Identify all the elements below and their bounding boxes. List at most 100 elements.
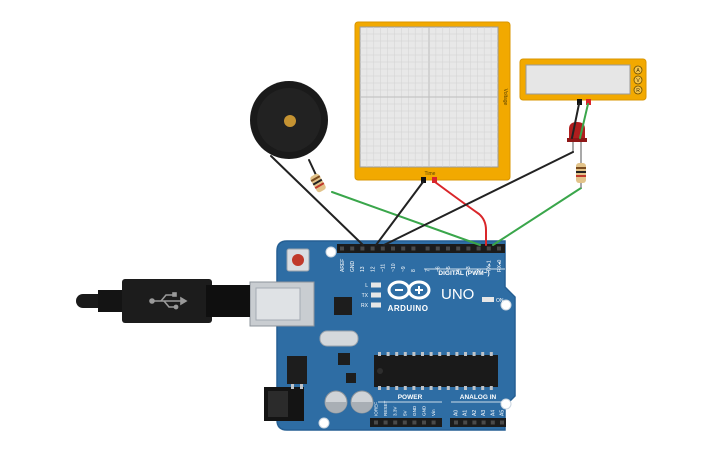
on-label: ON bbox=[496, 298, 504, 304]
digital-pin-label: ~9 bbox=[401, 266, 407, 272]
wire-black bbox=[270, 155, 364, 246]
mode-button[interactable] bbox=[633, 65, 643, 75]
pin-hole[interactable] bbox=[412, 420, 417, 425]
analog-pin-label: A1 bbox=[463, 410, 469, 416]
pin-hole[interactable] bbox=[454, 420, 458, 425]
analog-pin-label: A3 bbox=[481, 410, 487, 416]
status-led bbox=[371, 292, 381, 298]
analog-pin-label: A0 bbox=[454, 410, 460, 416]
pin-hole[interactable] bbox=[350, 246, 355, 251]
digital-pin-label: TX▸1 bbox=[487, 260, 493, 272]
resistor-buzzer bbox=[310, 173, 326, 193]
mode-button-label: A bbox=[636, 68, 640, 74]
digital-pin-label: 12 bbox=[370, 266, 376, 272]
smd-chip bbox=[346, 373, 356, 383]
multimeter[interactable]: AVR bbox=[519, 58, 647, 105]
mode-button[interactable] bbox=[633, 75, 643, 85]
mounting-hole bbox=[325, 246, 337, 258]
pin-hole[interactable] bbox=[486, 246, 491, 251]
capacitor-shade bbox=[351, 402, 373, 413]
power-pin-label: 5V bbox=[402, 409, 407, 416]
meter-terminal-negative bbox=[577, 99, 582, 105]
pin-hole[interactable] bbox=[481, 420, 486, 425]
pin-hole[interactable] bbox=[340, 246, 344, 251]
pin-hole[interactable] bbox=[370, 246, 375, 251]
pin-hole[interactable] bbox=[466, 246, 471, 251]
pin-hole[interactable] bbox=[456, 246, 461, 251]
digital-pin-holes bbox=[340, 246, 501, 251]
mounting-hole bbox=[500, 398, 512, 410]
digital-pin-label: 13 bbox=[360, 266, 366, 272]
pin-hole[interactable] bbox=[425, 246, 430, 251]
pin-hole[interactable] bbox=[463, 420, 468, 425]
piezo-buzzer[interactable] bbox=[250, 81, 328, 159]
wire-black bbox=[383, 151, 574, 246]
analog-header-label: ANALOG IN bbox=[460, 394, 497, 401]
atmega-chip bbox=[374, 352, 498, 390]
wire-green bbox=[492, 187, 582, 246]
pin-hole[interactable] bbox=[393, 420, 398, 425]
status-led-label: L bbox=[365, 283, 368, 289]
wire-red bbox=[434, 181, 487, 246]
pin-hole[interactable] bbox=[380, 246, 385, 251]
pin-hole[interactable] bbox=[472, 420, 477, 425]
bottom-pin-holes bbox=[374, 420, 504, 425]
pin-hole[interactable] bbox=[500, 420, 504, 425]
pin-hole[interactable] bbox=[402, 420, 407, 425]
mode-button[interactable] bbox=[633, 85, 643, 95]
status-led-label: RX bbox=[361, 303, 369, 309]
usb-icon bbox=[149, 292, 188, 310]
digital-pin-label: AREF bbox=[340, 259, 346, 272]
power-pin-label: GND bbox=[422, 405, 427, 416]
crystal bbox=[319, 330, 359, 347]
power-led bbox=[482, 297, 494, 302]
pin-hole[interactable] bbox=[401, 246, 406, 251]
digital-pin-label: 7 bbox=[425, 269, 431, 272]
power-header-label: POWER bbox=[398, 394, 423, 401]
pin-hole[interactable] bbox=[476, 246, 481, 251]
pin-hole[interactable] bbox=[446, 246, 450, 251]
pin-hole[interactable] bbox=[411, 246, 416, 251]
digital-pin-label: ~10 bbox=[391, 263, 397, 272]
digital-pin-label: GND bbox=[350, 261, 356, 273]
digital-header bbox=[337, 244, 505, 253]
smd-chip bbox=[338, 353, 350, 365]
pin-hole[interactable] bbox=[360, 246, 365, 251]
pin-hole[interactable] bbox=[422, 420, 426, 425]
pin-hole[interactable] bbox=[391, 246, 395, 251]
pin-hole[interactable] bbox=[383, 420, 388, 425]
red-led[interactable] bbox=[567, 122, 587, 157]
mounting-hole bbox=[500, 299, 512, 311]
oscilloscope[interactable]: Voltage Time bbox=[354, 21, 511, 183]
analog-pin-label: A4 bbox=[490, 410, 496, 416]
pin-hole[interactable] bbox=[497, 246, 501, 251]
analog-pin-label: A5 bbox=[500, 410, 506, 416]
power-pin-label: IOREF bbox=[374, 402, 379, 416]
voltage-regulator bbox=[287, 356, 307, 384]
wire-green bbox=[579, 103, 589, 139]
oscilloscope-y-label: Voltage bbox=[502, 89, 508, 106]
pin-hole[interactable] bbox=[374, 420, 378, 425]
digital-pin-label: 8 bbox=[411, 269, 417, 272]
pin-hole[interactable] bbox=[435, 246, 440, 251]
reset-button-cap[interactable] bbox=[292, 254, 304, 266]
scope-terminal-negative bbox=[421, 177, 426, 183]
digital-pin-label: 2 bbox=[476, 269, 482, 272]
wire-black bbox=[375, 181, 424, 246]
mode-button-label: R bbox=[636, 88, 640, 94]
wire-green bbox=[331, 191, 481, 246]
scope-terminal-positive bbox=[432, 177, 437, 183]
digital-pin-label: ~11 bbox=[381, 264, 387, 272]
wire-black bbox=[571, 103, 580, 139]
multimeter-display bbox=[525, 64, 631, 95]
pin-hole[interactable] bbox=[431, 420, 436, 425]
pin-hole[interactable] bbox=[490, 420, 495, 425]
model-label: UNO bbox=[441, 286, 474, 303]
power-pin-label: 3.3V bbox=[393, 406, 398, 416]
mounting-hole bbox=[318, 417, 330, 429]
usb-port-inner bbox=[255, 287, 301, 321]
